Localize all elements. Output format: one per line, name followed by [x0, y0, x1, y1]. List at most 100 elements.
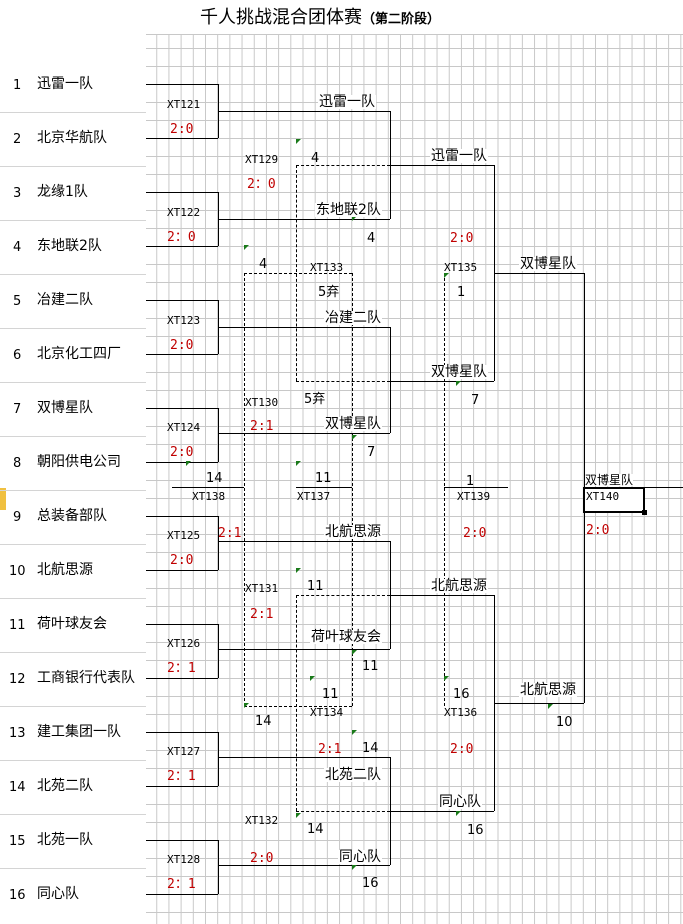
match-code: XT128 [167, 853, 201, 866]
bracket-line [218, 541, 390, 542]
match-winner[interactable]: 双博星队 [430, 364, 488, 380]
ref-number: 14 [362, 741, 379, 756]
bracket-line [218, 757, 390, 758]
bracket-line [146, 246, 218, 247]
final-winner[interactable]: 双博星队 [585, 473, 634, 487]
semi-winner[interactable]: 北航思源 [519, 682, 577, 698]
cell-flag-icon [296, 139, 301, 144]
bracket-line [146, 84, 218, 85]
cell-flag-icon [548, 704, 553, 709]
row-divider [0, 166, 146, 167]
bracket-line [390, 811, 494, 812]
seed-team[interactable]: 工商银行代表队 [37, 670, 135, 686]
seed-team[interactable]: 双博星队 [37, 400, 93, 416]
seed-team[interactable]: 北京化工四厂 [37, 346, 121, 362]
seed-team[interactable]: 荷叶球友会 [37, 616, 107, 632]
bracket-line [172, 487, 244, 488]
match-winner[interactable]: 同心队 [438, 794, 482, 810]
selected-cell[interactable] [583, 487, 645, 513]
match-score: 2:0 [463, 526, 487, 541]
match-score: 2：1 [167, 661, 196, 676]
row-divider [0, 598, 146, 599]
seed-team[interactable]: 龙缘1队 [37, 184, 88, 200]
match-winner[interactable]: 冶建二队 [324, 310, 382, 326]
ref-number: 11 [315, 471, 332, 486]
bracket-line [146, 300, 218, 301]
bracket-line [146, 732, 218, 733]
match-winner[interactable]: 东地联2队 [315, 202, 382, 218]
match-score: 2:1 [318, 742, 342, 757]
ref-number: 1 [466, 474, 475, 489]
seed-number: 11 [9, 618, 26, 633]
cell-flag-icon [352, 435, 357, 440]
match-code: XT122 [167, 206, 201, 219]
match-winner[interactable]: 双博星队 [324, 416, 382, 432]
seed-team[interactable]: 总装备部队 [37, 508, 107, 524]
cell-flag-icon [352, 216, 357, 221]
cell-flag-icon [310, 676, 315, 681]
seed-number: 14 [9, 780, 26, 795]
row-divider [0, 814, 146, 815]
cell-flag-icon [352, 865, 357, 870]
dashed-line [296, 165, 390, 166]
seed-number: 13 [9, 726, 26, 741]
seed-number: 8 [13, 456, 22, 471]
row-divider [0, 436, 146, 437]
seed-team[interactable]: 北苑二队 [37, 778, 93, 794]
bracket-line [494, 273, 584, 274]
match-code: XT135 [444, 261, 478, 274]
ref-number: 4 [311, 151, 320, 166]
match-winner[interactable]: 北苑二队 [324, 767, 382, 783]
seed-number: 2 [13, 132, 22, 147]
row-divider [0, 706, 146, 707]
seed-team[interactable]: 冶建二队 [37, 292, 93, 308]
dashed-line [296, 811, 390, 812]
ref-number: 5弃 [318, 285, 340, 300]
seed-team[interactable]: 建工集团一队 [37, 724, 121, 740]
match-winner[interactable]: 北航思源 [430, 578, 488, 594]
cell-flag-icon [352, 650, 357, 655]
seed-team[interactable]: 朝阳供电公司 [37, 454, 121, 470]
bracket-line [146, 570, 218, 571]
fill-handle[interactable] [642, 510, 647, 515]
seed-team[interactable]: 北航思源 [37, 562, 93, 578]
cell-flag-icon [456, 381, 461, 386]
row-divider [0, 274, 146, 275]
seed-team[interactable]: 北京华航队 [37, 130, 107, 146]
ref-number: 14 [206, 471, 223, 486]
match-winner[interactable]: 迅雷一队 [430, 148, 488, 164]
ref-number: 11 [322, 687, 339, 702]
cell-flag-icon [186, 461, 191, 466]
row-divider [0, 382, 146, 383]
match-code: XT124 [167, 421, 201, 434]
seed-team[interactable]: 北苑一队 [37, 832, 93, 848]
match-code: XT136 [444, 706, 478, 719]
match-winner[interactable]: 荷叶球友会 [310, 629, 382, 645]
match-score: 2:1 [218, 526, 242, 541]
dashed-line [244, 273, 352, 274]
match-winner[interactable]: 同心队 [338, 849, 382, 865]
seed-number: 6 [13, 348, 22, 363]
ref-number: 4 [367, 231, 376, 246]
page-title: 千人挑战混合团体赛（第二阶段） [200, 7, 441, 28]
row-divider [0, 112, 146, 113]
match-score: 2：0 [247, 177, 276, 192]
seed-team[interactable]: 东地联2队 [37, 238, 102, 254]
row-divider [0, 760, 146, 761]
bracket-line [444, 487, 508, 488]
semi-winner[interactable]: 双博星队 [519, 256, 577, 272]
dashed-line [444, 273, 445, 706]
seed-number: 4 [13, 240, 22, 255]
bracket-line [146, 840, 218, 841]
seed-number: 10 [9, 564, 26, 579]
seed-team[interactable]: 迅雷一队 [37, 76, 93, 92]
bracket-line [218, 408, 219, 462]
match-winner[interactable]: 北航思源 [324, 524, 382, 540]
ref-number: 16 [453, 687, 470, 702]
match-winner[interactable]: 迅雷一队 [318, 94, 376, 110]
bracket-line [146, 516, 218, 517]
ref-number: 14 [255, 714, 272, 729]
match-score: 2:0 [586, 523, 610, 538]
seed-team[interactable]: 同心队 [37, 886, 79, 902]
bracket-line [218, 219, 390, 220]
